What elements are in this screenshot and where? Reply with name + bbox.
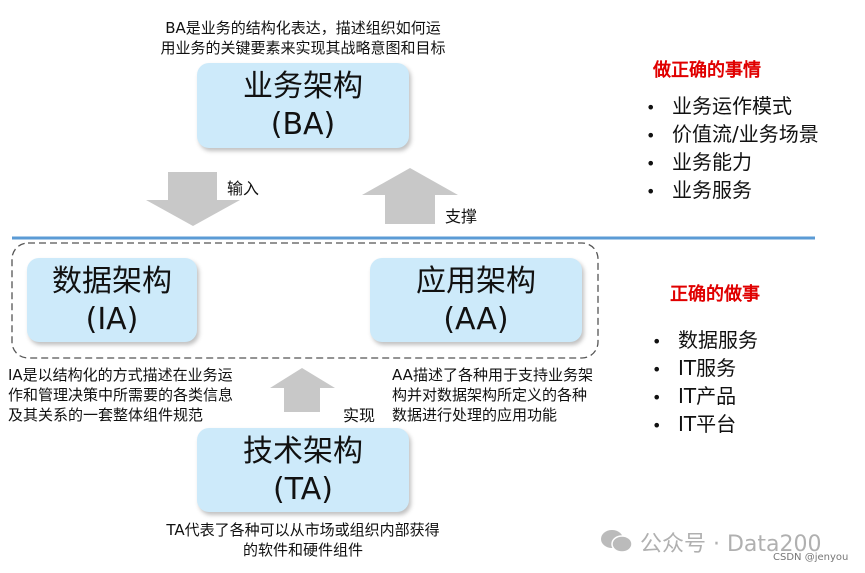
implement-label: 实现 [343,406,376,425]
aa-caption: AA描述了各种用于支持业务架构并对数据架构所定义的各种数据进行处理的应用功能 [392,366,593,424]
wechat-icon [601,530,633,553]
aa-box: 应用架构(AA) [370,258,582,342]
up-arrow-icon [362,168,458,224]
ba-caption: BA是业务的结构化表达，描述组织如何运用业务的关键要素来实现其战略意图和目标 [160,19,446,57]
up-arrow-icon [270,368,335,412]
ia-box: 数据架构(IA) [27,258,197,342]
bottom-list: 数据服务IT服务IT产品IT平台 [652,327,758,439]
input-label: 输入 [227,179,260,198]
support-label: 支撑 [445,207,478,226]
ia-caption: IA是以结构化的方式描述在业务运作和管理决策中所需要的各类信息及其关系的一套整体… [8,366,234,424]
down-arrow-icon [146,172,240,226]
bottom-heading: 正确的做事 [670,284,760,305]
top-heading: 做正确的事情 [653,60,761,81]
watermark-sub: CSDN @jenyou [773,552,849,563]
top-list: 业务运作模式价值流/业务场景业务能力业务服务 [646,93,819,205]
ta-caption: TA代表了各种可以从市场或组织内部获得的软件和硬件组件 [166,521,440,559]
ta-box: 技术架构(TA) [197,428,409,512]
dashed-group [11,242,599,359]
ba-box: 业务架构(BA) [197,63,409,148]
watermark-main: 公众号 · Data200 [640,532,822,557]
